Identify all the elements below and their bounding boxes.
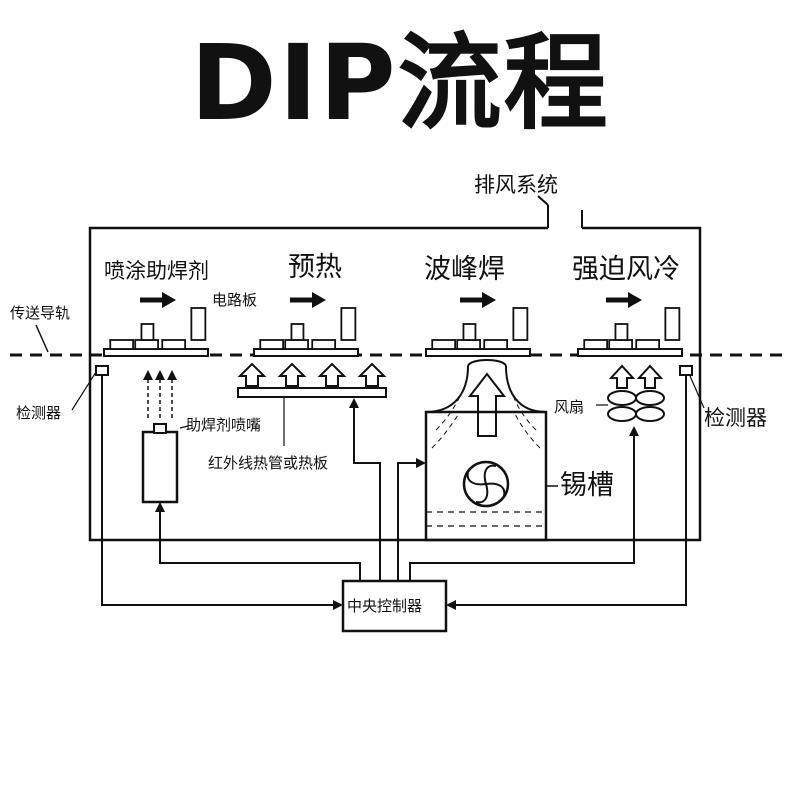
- exhaust-duct: [537, 195, 583, 228]
- label-detector-right: 检测器: [704, 406, 767, 430]
- machine-enclosure: [88, 226, 702, 542]
- direction-arrows: [140, 292, 642, 308]
- label-heater: 红外线热管或热板: [208, 454, 328, 472]
- heat-arrow: [357, 362, 387, 387]
- page-title: DIP流程: [190, 22, 610, 144]
- heat-arrow: [317, 362, 347, 387]
- cooling-arrow: [608, 364, 636, 389]
- pump-impeller: [462, 460, 510, 508]
- detector-leader-left: [71, 371, 97, 411]
- cooling-arrow: [636, 364, 664, 389]
- label-wave-stage: 波峰焊: [424, 254, 505, 285]
- detector-left: [95, 365, 109, 376]
- detector-right: [679, 365, 693, 376]
- label-controller: 中央控制器: [347, 597, 422, 615]
- circuit-board: [425, 307, 531, 357]
- direction-arrow-cooling: [606, 292, 642, 308]
- circuit-boards: [103, 307, 683, 357]
- cooling-fan: [607, 390, 665, 422]
- flux-nozzle: [141, 423, 189, 504]
- rail-leader-line: [35, 324, 49, 353]
- label-preheat-stage: 预热: [288, 252, 342, 283]
- cooling-arrows: [608, 364, 664, 389]
- control-wiring: [101, 375, 687, 610]
- solder-wave: [425, 359, 547, 449]
- preheat-plate: [237, 387, 387, 398]
- heat-arrow: [277, 362, 307, 387]
- label-exhaust: 排风系统: [474, 173, 558, 197]
- label-fan: 风扇: [554, 398, 584, 416]
- detector-leader-right: [689, 375, 705, 409]
- label-tin-bath: 锡槽: [560, 470, 614, 501]
- heat-arrow: [237, 362, 267, 387]
- label-flux-stage: 喷涂助焊剂: [104, 259, 209, 283]
- circuit-board: [253, 307, 359, 357]
- label-detector-left: 检测器: [16, 404, 61, 422]
- label-flux-nozzle: 助焊剂喷嘴: [186, 416, 261, 434]
- flux-spray: [143, 370, 177, 418]
- direction-arrow-wave: [460, 292, 496, 308]
- central-controller: [341, 579, 448, 633]
- direction-arrow-preheat: [290, 292, 326, 308]
- tin-bath: [424, 410, 548, 542]
- direction-arrow-flux: [140, 292, 176, 308]
- circuit-board: [103, 307, 209, 357]
- label-rail: 传送导轨: [10, 304, 70, 322]
- circuit-board: [577, 307, 683, 357]
- label-board: 电路板: [212, 291, 257, 309]
- heat-arrows: [237, 362, 387, 387]
- label-cooling-stage: 强迫风冷: [572, 254, 680, 285]
